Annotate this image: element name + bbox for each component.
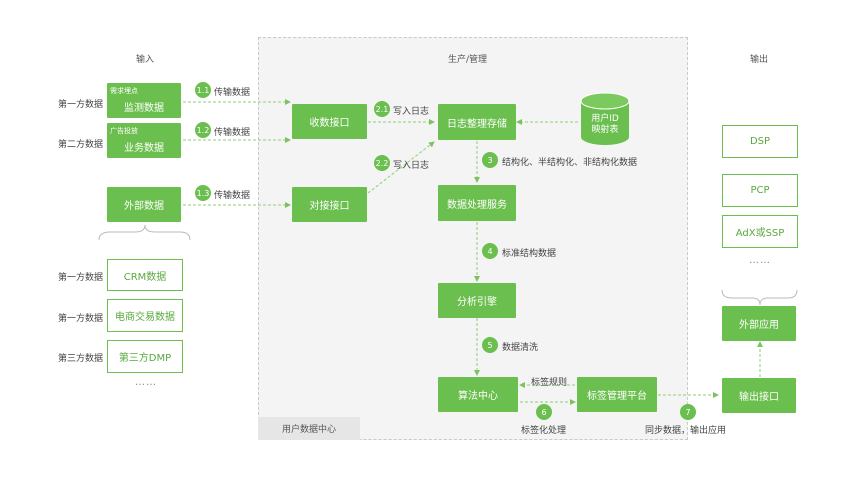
processing-service-box[interactable]: 数据处理服务 (438, 185, 516, 221)
algorithm-center-box[interactable]: 算法中心 (438, 377, 518, 412)
tag-rules-text: 标签规则 (531, 378, 568, 388)
ecommerce-data-box[interactable]: 电商交易数据 (107, 299, 183, 332)
analysis-engine-box[interactable]: 分析引擎 (438, 283, 516, 318)
output-ellipsis: …… (749, 255, 771, 266)
step-1-3-text: 传输数据 (214, 191, 251, 201)
step-2-1-text: 写入日志 (393, 107, 430, 117)
monitor-data-tag: 需求埋点 (110, 87, 138, 95)
receive-api-box[interactable]: 收数接口 (292, 104, 367, 139)
dock-api-box[interactable]: 对接接口 (292, 187, 367, 222)
monitor-data-label: 监测数据 (124, 103, 164, 114)
row2-side-label: 第二方数据 (58, 140, 104, 150)
step-4-badge: 4 (482, 243, 498, 259)
step-3-text: 结构化、半结构化、非结构化数据 (502, 158, 638, 168)
output-api-box[interactable]: 输出接口 (722, 378, 796, 413)
input-ellipsis: …… (135, 377, 157, 388)
row1-side-label: 第一方数据 (58, 100, 104, 110)
step-1-2-badge: 1.2 (195, 122, 211, 138)
step-6-text: 标签化处理 (521, 426, 567, 436)
external-data-box[interactable]: 外部数据 (107, 187, 181, 222)
business-data-tag: 广告投放 (110, 127, 138, 135)
business-data-box[interactable] (107, 123, 181, 158)
step-6-badge: 6 (536, 404, 552, 420)
user-data-center-label: 用户数据中心 (258, 417, 360, 440)
output-column-title: 输出 (750, 55, 769, 65)
step-1-1-text: 传输数据 (214, 88, 251, 98)
step-2-2-badge: 2.2 (374, 155, 390, 171)
monitor-data-box[interactable] (107, 83, 181, 118)
ecommerce-side-label: 第一方数据 (58, 314, 104, 324)
third-party-dmp-box[interactable]: 第三方DMP (107, 340, 183, 373)
log-store-box[interactable]: 日志整理存储 (438, 104, 516, 140)
third-party-side-label: 第三方数据 (58, 354, 104, 364)
step-5-text: 数据清洗 (502, 343, 539, 353)
step-1-1-badge: 1.1 (195, 82, 211, 98)
crm-data-box[interactable]: CRM数据 (107, 259, 183, 291)
step-2-1-badge: 2.1 (374, 101, 390, 117)
step-3-badge: 3 (482, 152, 498, 168)
step-1-3-badge: 1.3 (195, 185, 211, 201)
production-column-title: 生产/管理 (448, 55, 488, 65)
tag-platform-box[interactable]: 标签管理平台 (577, 377, 657, 412)
dsp-box[interactable]: DSP (722, 125, 798, 158)
adx-ssp-box[interactable]: AdX或SSP (722, 215, 798, 248)
crm-side-label: 第一方数据 (58, 273, 104, 283)
business-data-label: 业务数据 (124, 143, 164, 154)
step-7-text: 同步数据，输出应用 (645, 426, 727, 436)
input-column-title: 输入 (136, 55, 155, 65)
pcp-box[interactable]: PCP (722, 174, 798, 207)
user-id-db-icon[interactable] (580, 92, 630, 146)
step-4-text: 标准结构数据 (502, 249, 557, 259)
step-1-2-text: 传输数据 (214, 128, 251, 138)
step-2-2-text: 写入日志 (393, 161, 430, 171)
step-5-badge: 5 (482, 337, 498, 353)
step-7-badge: 7 (680, 404, 696, 420)
user-id-db-label: 用户ID 映射表 (591, 114, 619, 135)
external-app-box[interactable]: 外部应用 (722, 306, 796, 341)
